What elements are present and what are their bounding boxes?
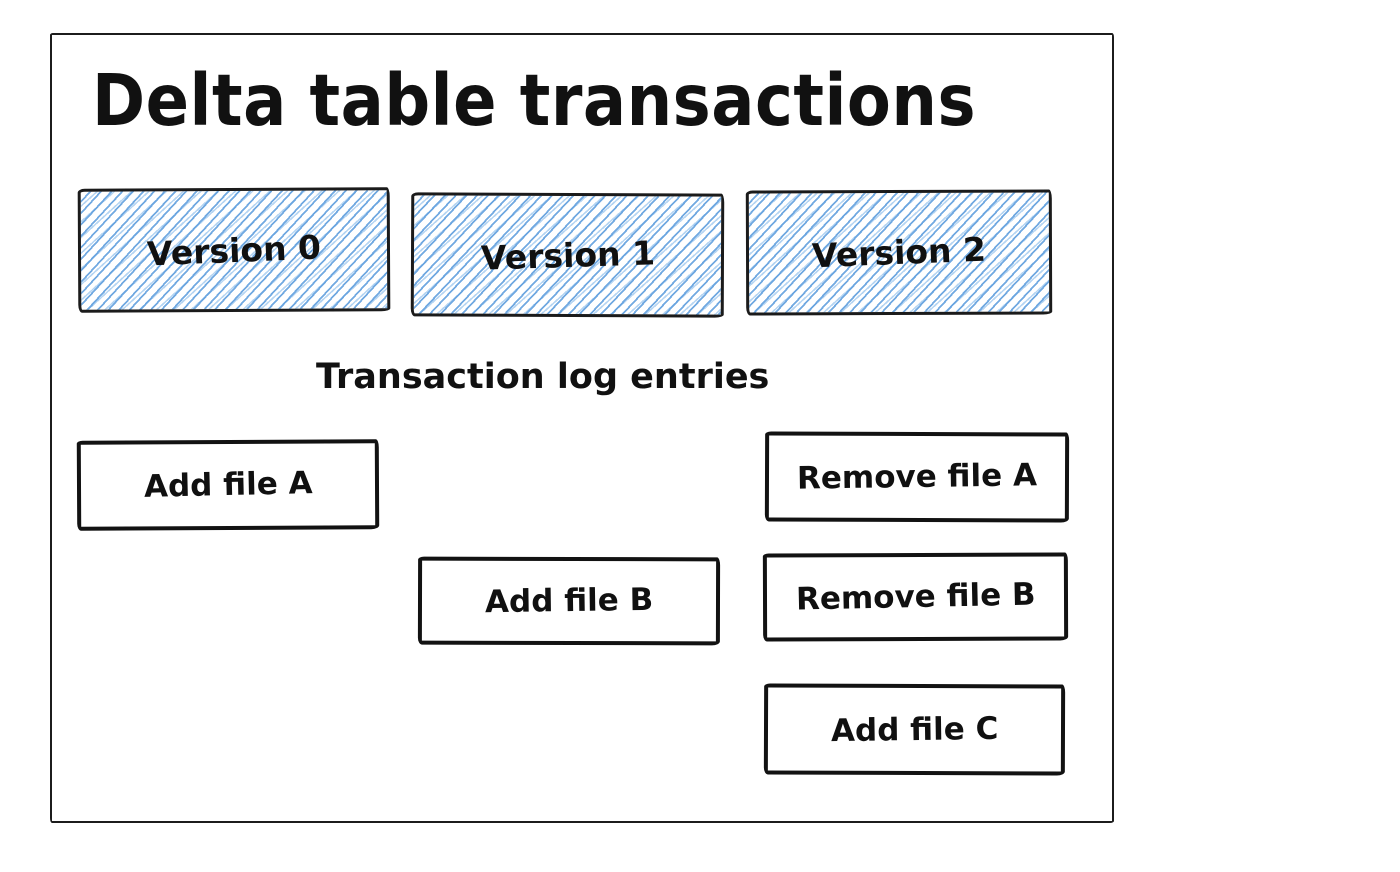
- version-0-label: Version 0: [146, 227, 322, 273]
- log-entry-add-file-c: Add file C: [763, 683, 1066, 776]
- version-2-label: Version 2: [811, 229, 987, 276]
- log-entry-add-file-b-label: Add file B: [484, 581, 654, 621]
- log-entry-remove-file-a-label: Remove file A: [796, 457, 1038, 497]
- log-entry-remove-file-b: Remove file B: [762, 552, 1069, 642]
- log-entry-remove-file-b-label: Remove file B: [795, 576, 1036, 618]
- version-1-box: Version 1: [410, 192, 725, 318]
- log-entry-add-file-c-label: Add file C: [830, 710, 999, 749]
- log-entry-add-file-b: Add file B: [417, 556, 721, 646]
- version-2-box: Version 2: [745, 189, 1053, 316]
- version-0-box: Version 0: [77, 187, 391, 313]
- version-1-label: Version 1: [479, 232, 656, 278]
- log-entry-remove-file-a: Remove file A: [764, 431, 1070, 523]
- log-entry-add-file-a: Add file A: [76, 439, 380, 531]
- diagram-title: Delta table transactions: [92, 60, 977, 143]
- log-entry-add-file-a-label: Add file A: [143, 465, 313, 505]
- transaction-log-entries-label: Transaction log entries: [316, 357, 770, 397]
